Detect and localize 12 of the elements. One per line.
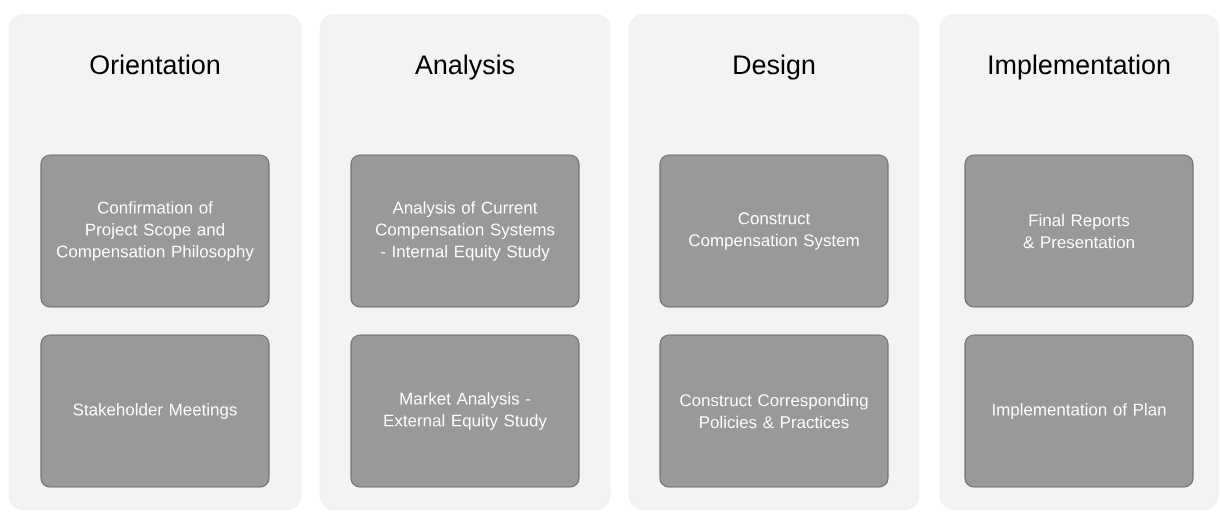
process-box: Construct Compensation System [659, 154, 889, 308]
process-box: Final Reports & Presentation [964, 154, 1194, 308]
column-heading: Orientation [90, 54, 220, 75]
column-heading: Analysis [414, 54, 515, 80]
process-box: Market Analysis - External Equity Study [350, 334, 580, 488]
process-box: Implementation of Plan [964, 334, 1194, 488]
process-box: Construct Corresponding Policies & Practices [659, 334, 889, 488]
column-heading: Design [734, 54, 815, 80]
process-box: Stakeholder Meetings [40, 334, 270, 488]
column-heading: Implementation [989, 54, 1170, 80]
process-box: Confirmation of Project Scope and Compensation Philosophy [40, 154, 270, 308]
process-box: Analysis of Current Compensation Systems - Internal Equity Study [350, 154, 580, 308]
